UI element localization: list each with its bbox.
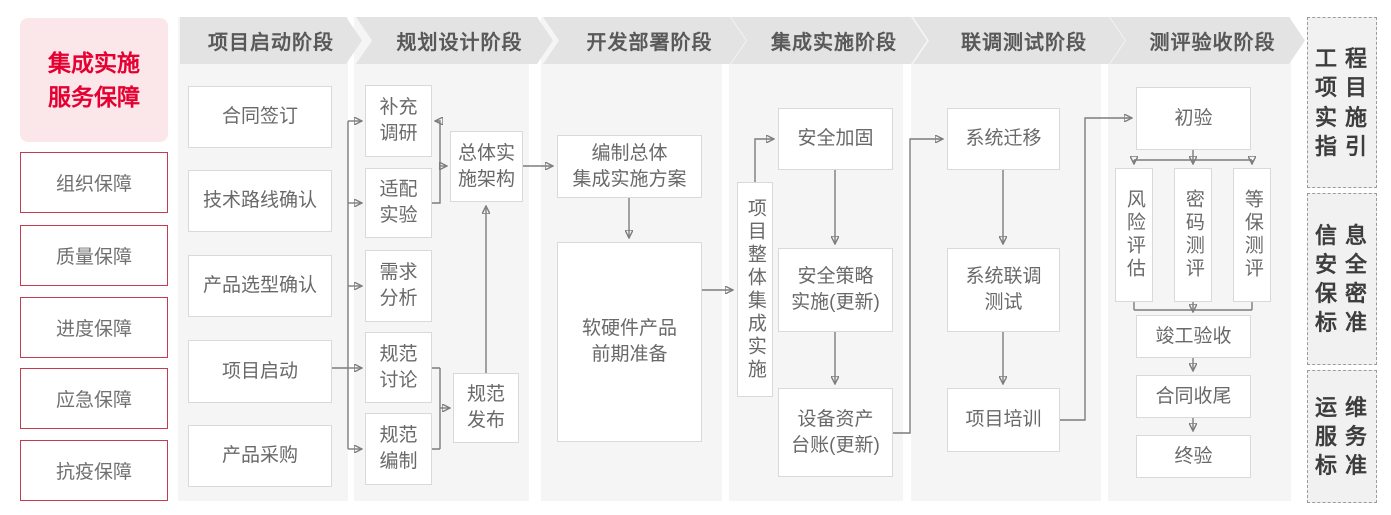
node-adaptation-experiment: 适配 实验 [365, 168, 432, 238]
node-spec-drafting: 规范 编制 [365, 413, 432, 485]
phase-tab-integration: 集成实施阶段 [731, 17, 927, 64]
node-final-acceptance: 终验 [1136, 435, 1251, 478]
phase-tab-acceptance: 测评验收阶段 [1110, 17, 1305, 64]
node-product-procurement: 产品采购 [188, 425, 332, 487]
node-joint-debugging-test: 系统联调 测试 [947, 248, 1060, 332]
node-classified-protection-evaluation: 等保测评 [1233, 168, 1271, 302]
node-system-migration: 系统迁移 [947, 108, 1060, 170]
connector-adaptation-to-research [432, 121, 440, 204]
node-completion-acceptance: 竣工验收 [1136, 315, 1251, 358]
phase-label: 联调测试阶段 [961, 32, 1087, 54]
node-supplementary-research: 补充 调研 [365, 85, 432, 157]
legend-item-organization: 组织保障 [20, 152, 168, 213]
connector-training-to-initial [1060, 118, 1132, 421]
node-tech-route-confirm: 技术路线确认 [188, 170, 332, 232]
phase-tab-planning-design: 规划设计阶段 [356, 17, 553, 64]
node-asset-ledger-update: 设备资产 台账(更新) [778, 388, 893, 477]
node-hw-sw-preparation: 软硬件产品 前期准备 [557, 242, 702, 442]
phase-label: 测评验收阶段 [1149, 32, 1276, 54]
node-product-selection-confirm: 产品选型确认 [188, 255, 332, 317]
node-requirement-analysis: 需求 分析 [365, 250, 432, 322]
node-security-policy-implementation: 安全策略 实施(更新) [778, 248, 893, 332]
node-risk-assessment: 风险评估 [1115, 168, 1153, 302]
legend-item-schedule: 进度保障 [20, 297, 168, 358]
node-project-kickoff: 项目启动 [188, 340, 332, 403]
node-contract-signing: 合同签订 [188, 86, 332, 148]
node-crypto-evaluation: 密码测评 [1174, 168, 1212, 302]
node-overall-project-integration: 项目整体集成实施 [737, 182, 773, 397]
node-project-training: 项目培训 [947, 388, 1060, 452]
node-security-hardening: 安全加固 [778, 108, 893, 170]
node-contract-closure: 合同收尾 [1136, 375, 1251, 418]
node-overall-architecture: 总体实 施架构 [450, 131, 523, 202]
legend-item-epidemic: 抗疫保障 [20, 440, 168, 501]
connector-integration-to-hardening [754, 139, 774, 182]
standard-infosec-confidentiality: 信息 安全 保密 标准 [1307, 193, 1377, 365]
connector-ledger-to-migration [893, 139, 943, 434]
standard-om-service: 运维 服务 标准 [1307, 370, 1377, 503]
node-overall-integration-plan: 编制总体 集成实施方案 [557, 135, 702, 198]
standard-project-implementation-guide: 工程 项目 实施 指引 [1307, 17, 1377, 188]
phase-label: 项目启动阶段 [208, 32, 334, 54]
node-spec-discussion: 规范 讨论 [365, 332, 432, 403]
phase-label: 开发部署阶段 [586, 32, 713, 54]
node-initial-acceptance: 初验 [1136, 87, 1251, 150]
phase-tab-joint-testing: 联调测试阶段 [913, 17, 1125, 64]
legend-title: 集成实施 服务保障 [20, 18, 168, 142]
legend-item-emergency: 应急保障 [20, 368, 168, 429]
legend-item-quality: 质量保障 [20, 225, 168, 286]
phase-tab-project-kickoff: 项目启动阶段 [180, 17, 362, 64]
phase-label: 规划设计阶段 [396, 32, 523, 54]
phase-label: 集成实施阶段 [771, 32, 897, 54]
phase-tab-dev-deployment: 开发部署阶段 [543, 17, 746, 64]
node-spec-release: 规范 发布 [453, 373, 519, 443]
